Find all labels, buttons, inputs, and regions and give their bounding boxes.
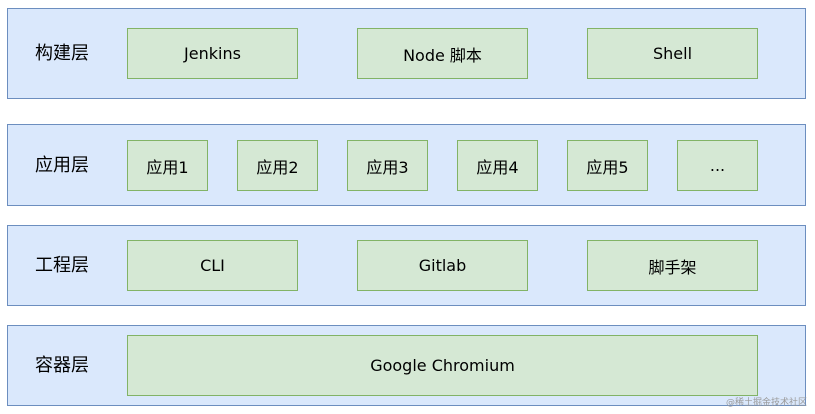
box-scaffold: 脚手架 xyxy=(587,240,758,291)
layer-label-container: 容器层 xyxy=(35,355,89,376)
box-app-1: 应用1 xyxy=(127,140,208,191)
box-cli: CLI xyxy=(127,240,298,291)
layer-label-build: 构建层 xyxy=(35,43,89,64)
box-shell: Shell xyxy=(587,28,758,79)
box-app-more: ... xyxy=(677,140,758,191)
layer-engineering: 工程层 CLI Gitlab 脚手架 xyxy=(7,225,806,306)
layer-container: 容器层 Google Chromium xyxy=(7,325,806,406)
box-google-chromium: Google Chromium xyxy=(127,335,758,396)
box-gitlab: Gitlab xyxy=(357,240,528,291)
box-app-3: 应用3 xyxy=(347,140,428,191)
box-jenkins: Jenkins xyxy=(127,28,298,79)
watermark: @稀土掘金技术社区 xyxy=(725,398,807,408)
layer-build: 构建层 Jenkins Node 脚本 Shell xyxy=(7,8,806,99)
box-app-5: 应用5 xyxy=(567,140,648,191)
box-app-4: 应用4 xyxy=(457,140,538,191)
box-app-2: 应用2 xyxy=(237,140,318,191)
layer-label-engineering: 工程层 xyxy=(35,255,89,276)
layer-application: 应用层 应用1 应用2 应用3 应用4 应用5 ... xyxy=(7,124,806,206)
layer-label-application: 应用层 xyxy=(35,155,89,176)
box-node-script: Node 脚本 xyxy=(357,28,528,79)
